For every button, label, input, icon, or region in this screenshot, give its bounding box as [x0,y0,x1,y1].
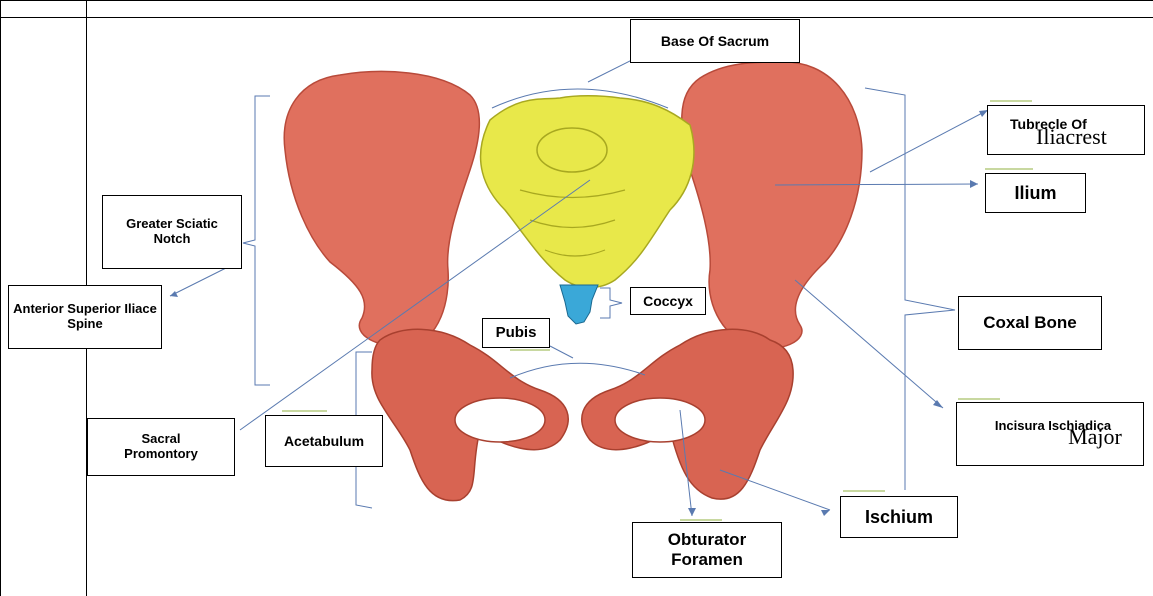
label-sacral-promontory: Sacral Promontory [87,418,235,476]
tick-mark [985,168,1033,170]
label-obturator-foramen: Obturator Foramen [632,522,782,578]
sacrum-body [537,128,607,172]
label-greater-sciatic-notch: Greater Sciatic Notch [102,195,242,269]
tick-mark [958,398,1000,400]
pubis-arc [510,363,645,378]
tick-mark [510,349,550,351]
label-coccyx: Coccyx [630,287,706,315]
label-coxal-bone: Coxal Bone [958,296,1102,350]
label-pubis: Pubis [482,318,550,348]
label-base-of-sacrum: Base Of Sacrum [630,19,800,63]
label-ilium: Ilium [985,173,1086,213]
tick-mark [990,100,1032,102]
left-obturator-foramen [455,398,545,442]
right-obturator-foramen [615,398,705,442]
label-ischium: Ischium [840,496,958,538]
greater-sciatic-bracket [243,96,270,385]
coxal-bone-bracket [865,88,955,490]
label-anterior-superior-iliace-spine: Anterior Superior Iliace Spine [8,285,162,349]
coccyx-bracket [600,288,622,318]
coccyx [560,285,598,324]
label-tubrecle-of-iliacrest: Tubrecle Of Iliacrest [987,105,1145,155]
tick-mark [680,519,722,521]
tick-mark [282,410,327,412]
label-acetabulum: Acetabulum [265,415,383,467]
label-incisura-ischiadica-major: Incisura Ischiadica Major [956,402,1144,466]
left-ilium [284,72,479,346]
right-ilium [682,62,862,348]
tick-mark [843,490,885,492]
sacrum [481,96,694,288]
